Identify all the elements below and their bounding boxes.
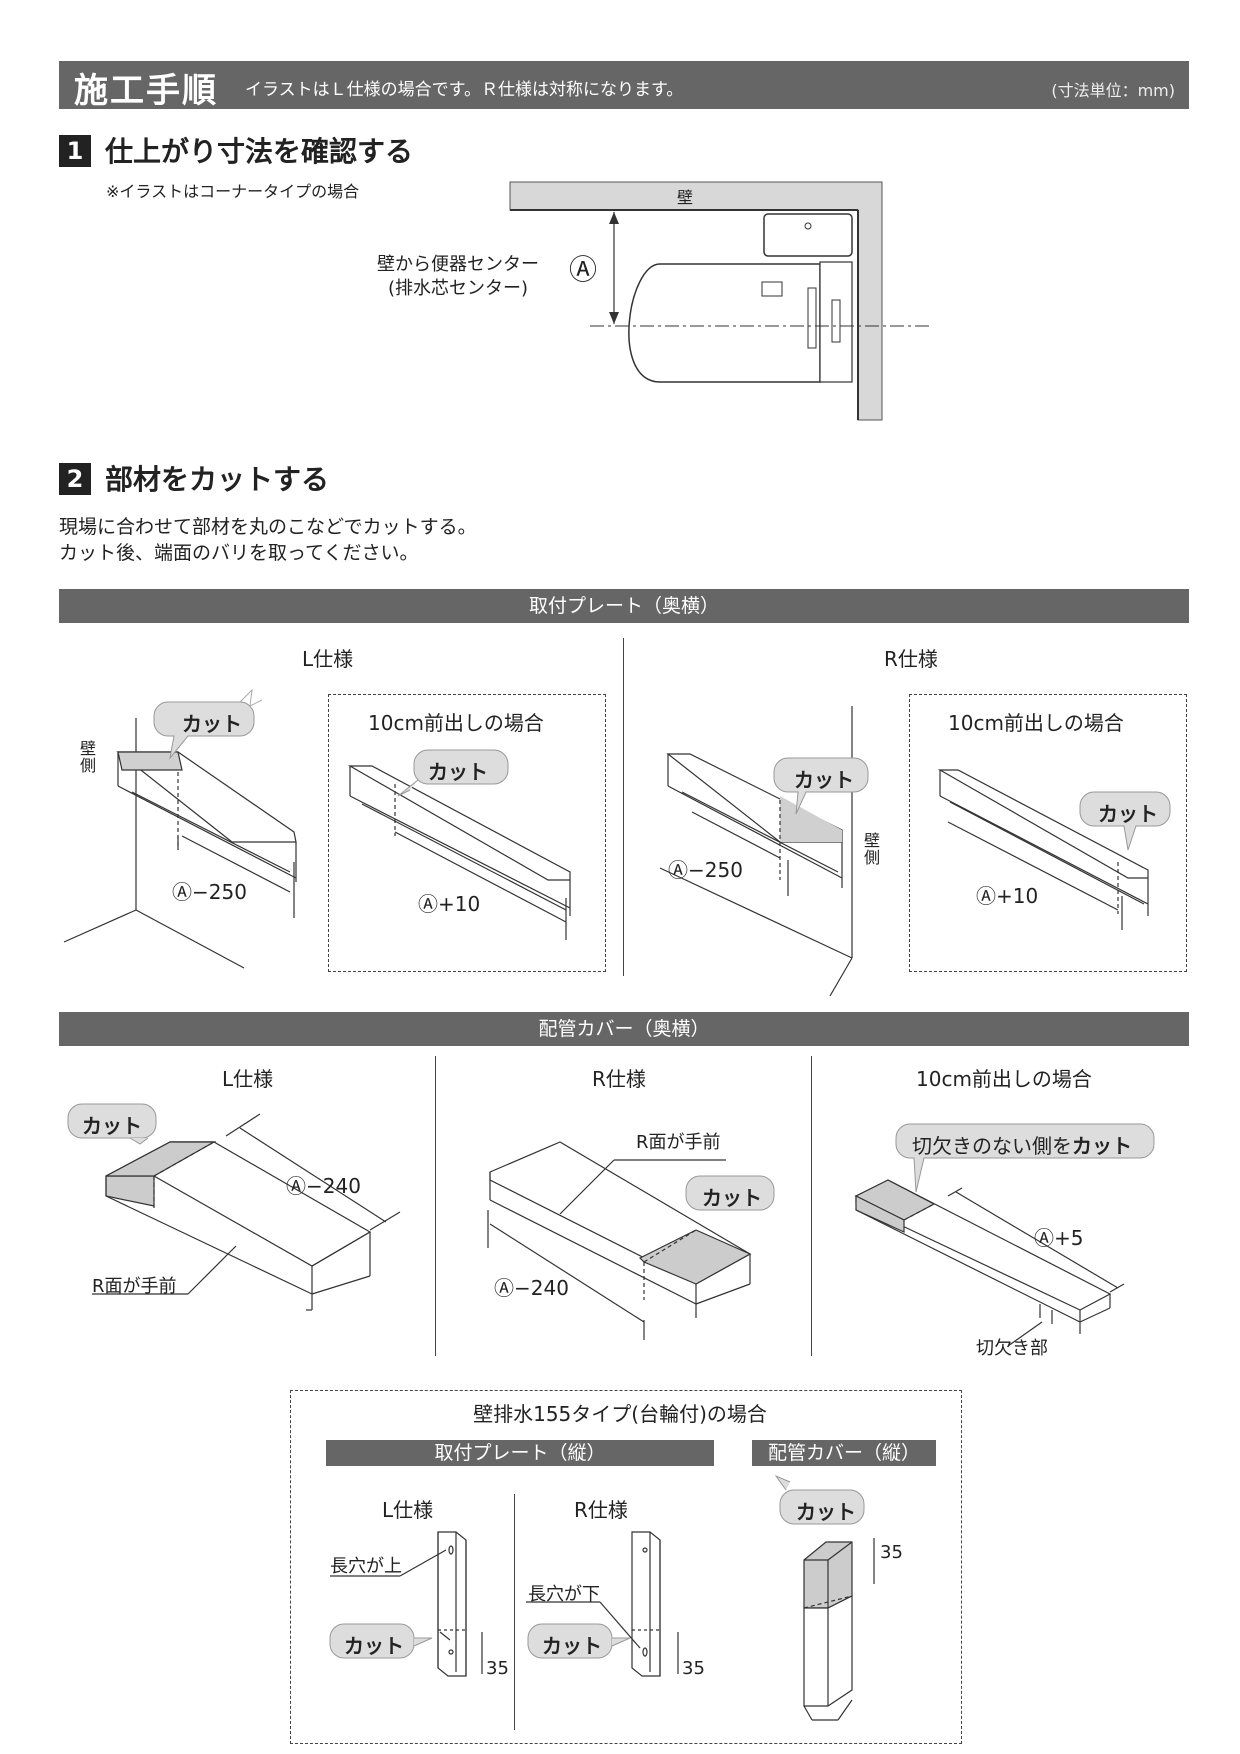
step2-desc-1: 現場に合わせて部材を丸のこなどでカットする。 xyxy=(59,516,477,538)
wall155-pipe-dim: 35 xyxy=(880,1542,903,1563)
section-header-bar: 施工手順 イラストはＬ仕様の場合です。Ｒ仕様は対称になります。 (寸法単位：mm… xyxy=(59,61,1189,111)
plate-r-front-dim: Ⓐ+10 xyxy=(976,884,1039,908)
wall155-r-cut-label: カット xyxy=(542,1634,602,1658)
pipe-r-rface: R面が手前 xyxy=(636,1132,721,1153)
pipe-l-cut-label: カット xyxy=(82,1114,142,1138)
pipe-divider-2 xyxy=(811,1056,812,1356)
step2-heading: 2 部材をカットする xyxy=(59,458,329,498)
plate-divider xyxy=(623,638,624,976)
wall155-title: 壁排水155タイプ(台輪付)の場合 xyxy=(473,1402,767,1426)
step1-number: 1 xyxy=(59,135,91,167)
wall155-pipe-header: 配管カバー（縦） xyxy=(752,1440,936,1466)
pipe-front-cut-label: 切欠きのない側をカット xyxy=(912,1130,1132,1159)
plate-r-cut-label: カット xyxy=(794,768,854,792)
pipe-front-cut-text: 切欠きのない側を xyxy=(912,1134,1072,1158)
plate-l-dim: Ⓐ−250 xyxy=(172,880,247,904)
step2-desc-2: カット後、端面のバリを取ってください。 xyxy=(59,542,419,564)
pipe-r-cut-label: カット xyxy=(702,1186,762,1210)
step1-note: ※イラストはコーナータイプの場合 xyxy=(106,182,360,201)
plate-section-header: 取付プレート（奥横） xyxy=(59,589,1189,623)
plate-r-front-box xyxy=(909,694,1187,972)
plate-r-label: R仕様 xyxy=(884,647,938,671)
plate-r-front-label: 10cm前出しの場合 xyxy=(948,711,1124,735)
step2-title: 部材をカットする xyxy=(105,463,330,496)
pipe-r-dim: Ⓐ−240 xyxy=(494,1276,569,1300)
pipe-l-dim: Ⓐ−240 xyxy=(286,1174,361,1198)
pipe-front-label: 10cm前出しの場合 xyxy=(916,1067,1092,1091)
plate-r-dim: Ⓐ−250 xyxy=(668,858,743,882)
plate-l-front-label: 10cm前出しの場合 xyxy=(368,711,544,735)
wall155-hole-up: 長穴が上 xyxy=(330,1556,402,1577)
pipe-notch-part: 切欠き部 xyxy=(976,1338,1048,1359)
plate-l-wall-side: 壁側 xyxy=(80,739,97,775)
plate-r-wall-side: 壁側 xyxy=(864,831,881,867)
plate-l-cut-label: カット xyxy=(182,712,242,736)
wall155-r-dim: 35 xyxy=(682,1658,705,1679)
pipe-front-cut-bold: カット xyxy=(1072,1134,1132,1158)
center-label-1: 壁から便器センター xyxy=(377,254,539,275)
plate-l-label: L仕様 xyxy=(302,647,354,671)
step1-title: 仕上がり寸法を確認する xyxy=(105,135,414,168)
pipe-section-header: 配管カバー（奥横） xyxy=(59,1012,1189,1046)
wall155-hole-down: 長穴が下 xyxy=(528,1584,600,1605)
pipe-r-label: R仕様 xyxy=(592,1067,646,1091)
wall155-pipe-cut-label: カット xyxy=(796,1500,856,1524)
dimension-mark-a: Ⓐ xyxy=(569,253,598,286)
pipe-front-dim: Ⓐ+5 xyxy=(1034,1226,1084,1250)
wall155-l-dim: 35 xyxy=(486,1658,509,1679)
center-label-2: (排水芯センター) xyxy=(388,278,529,299)
plate-l-front-cut-label: カット xyxy=(428,760,488,784)
wall155-plate-header: 取付プレート（縦） xyxy=(326,1440,714,1466)
wall155-l-label: L仕様 xyxy=(382,1498,434,1522)
pipe-l-label: L仕様 xyxy=(222,1067,274,1091)
wall-label: 壁 xyxy=(677,188,694,207)
plate-r-front-cut-label: カット xyxy=(1098,802,1158,826)
wall155-box xyxy=(290,1390,962,1744)
wall155-divider xyxy=(514,1494,515,1730)
step2-number: 2 xyxy=(59,463,91,495)
plate-l-front-box xyxy=(328,694,606,972)
pipe-divider-1 xyxy=(435,1056,436,1356)
wall155-r-label: R仕様 xyxy=(574,1498,628,1522)
pipe-l-rface: R面が手前 xyxy=(92,1276,177,1297)
plate-l-front-dim: Ⓐ+10 xyxy=(418,892,481,916)
page-title: 施工手順 xyxy=(74,71,218,111)
unit-note: (寸法単位：mm) xyxy=(1051,81,1175,100)
header-note: イラストはＬ仕様の場合です。Ｒ仕様は対称になります。 xyxy=(245,80,684,100)
step1-heading: 1 仕上がり寸法を確認する xyxy=(59,130,413,170)
wall155-l-cut-label: カット xyxy=(344,1634,404,1658)
